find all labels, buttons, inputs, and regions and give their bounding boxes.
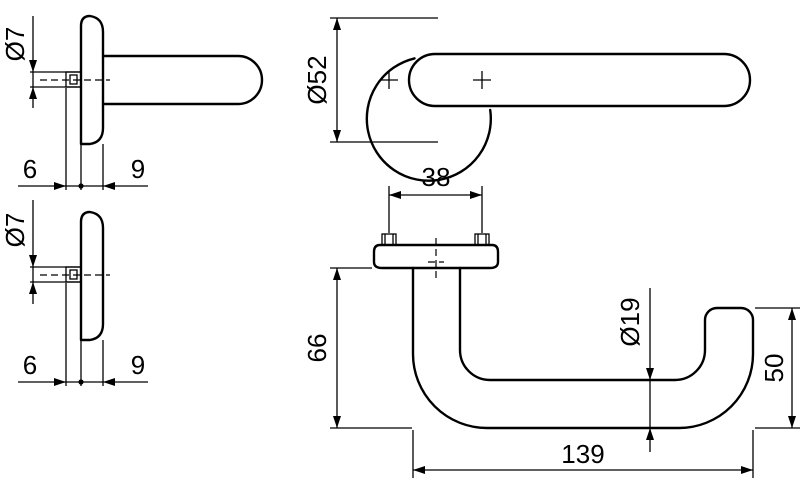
side-view-top: Ø7 6 9 — [0, 14, 264, 190]
rose-profile-top — [79, 14, 105, 146]
side-view-bottom: Ø7 6 9 — [0, 200, 148, 386]
dim-rose-left-bottom: 6 — [23, 350, 37, 380]
dim-fixing-distance: 38 — [422, 162, 451, 192]
base-plate — [372, 243, 500, 270]
dim-lever-height: 66 — [302, 334, 332, 363]
dim-rose-left-top: 6 — [23, 154, 37, 184]
front-view: Ø52 — [302, 17, 752, 182]
lever-profile-view: 38 66 Ø19 139 50 — [302, 162, 800, 478]
dim-lever-diameter: Ø19 — [615, 297, 645, 346]
rose-circle — [365, 57, 492, 182]
lever-tube — [411, 266, 755, 430]
lever-front — [407, 52, 752, 108]
dim-rose-right-bottom: 9 — [131, 350, 145, 380]
dim-lever-offset: 50 — [759, 354, 789, 383]
fixing-stud-right — [474, 233, 490, 246]
dim-rose-right-top: 9 — [131, 154, 145, 184]
dim-rose-diameter: Ø52 — [302, 55, 332, 104]
dim-lever-length: 139 — [561, 439, 604, 469]
lever-arm-side-top — [101, 54, 264, 106]
dim-shank-dia-bottom: Ø7 — [0, 213, 30, 248]
fixing-stud-left — [381, 233, 397, 246]
dim-shank-dia-top: Ø7 — [0, 27, 30, 62]
rose-profile-bottom — [79, 210, 105, 342]
